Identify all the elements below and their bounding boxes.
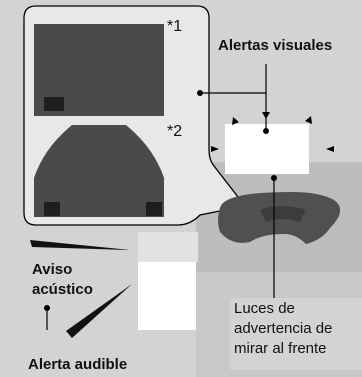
screen-2-light-corner-right	[126, 125, 164, 178]
visual-alerts-label: Alertas visuales	[218, 37, 333, 54]
arrowhead-icon	[305, 116, 312, 124]
visual-alerts-leader	[200, 64, 267, 94]
lights-label-line2: advertencia de	[234, 320, 333, 337]
wheel-hub	[260, 206, 306, 222]
leader-dot	[271, 175, 277, 181]
leader-dot	[44, 305, 50, 311]
lower-panel	[138, 232, 198, 262]
leader-dot	[197, 90, 203, 96]
screen-2-tab-right	[146, 202, 162, 216]
sound-wave-icon	[30, 240, 130, 250]
footnote-1-label: *1	[167, 18, 183, 35]
speaker-area	[138, 262, 196, 330]
footnote-2-label: *2	[167, 123, 183, 140]
audible-alert-label: Alerta audible	[28, 356, 128, 373]
leader-dot	[263, 128, 269, 134]
lights-label-panel	[230, 298, 362, 370]
sound-wave-icon	[66, 284, 132, 338]
screen-2-tab-left	[44, 202, 60, 216]
screen-2-light-corner-left	[34, 125, 72, 178]
lights-label-line1: Luces de	[234, 300, 295, 317]
acoustic-warning-label-line1: Aviso	[32, 261, 73, 278]
arrowhead-icon	[211, 146, 219, 152]
lights-label-line3: mirar al frente	[234, 340, 327, 357]
arrowhead-icon	[232, 117, 239, 125]
arrowhead-icon	[326, 146, 334, 152]
screen-1-tab	[44, 97, 64, 111]
acoustic-warning-label-line2: acústico	[32, 281, 93, 298]
